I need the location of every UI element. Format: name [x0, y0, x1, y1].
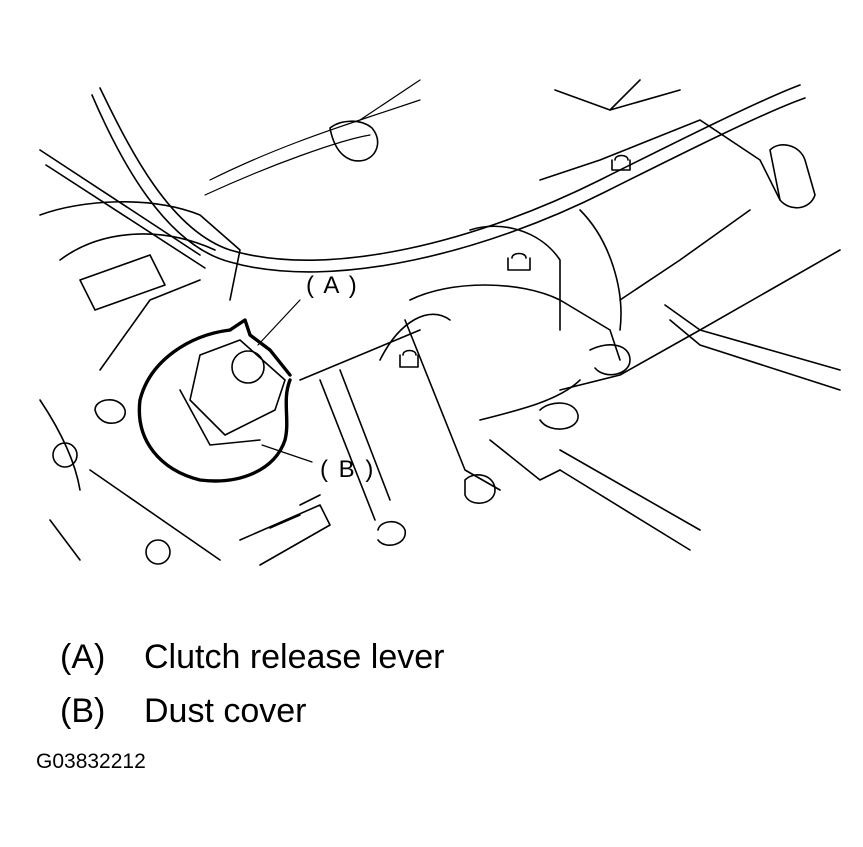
legend-text-b: Dust cover [144, 692, 307, 730]
gearbox-body [299, 79, 841, 551]
callout-b-label: ( B ) [320, 456, 376, 483]
leader-line-b [261, 444, 313, 463]
legend: (A) Clutch release lever (B) Dust cover [60, 630, 444, 738]
legend-text-a: Clutch release lever [144, 638, 445, 676]
legend-key-a: (A) [60, 638, 106, 676]
callout-a-label: ( A ) [306, 272, 359, 299]
transmission-illustration [39, 79, 841, 566]
legend-key-b: (B) [60, 692, 106, 730]
release-lever-outline [179, 318, 292, 446]
illustration-svg [39, 79, 841, 566]
leader-line-a [257, 299, 301, 346]
hose-lines [39, 79, 806, 273]
housing-lines [39, 201, 331, 566]
legend-item-a: (A) Clutch release lever [60, 630, 444, 684]
figure-id: G03832212 [36, 750, 146, 773]
legend-item-b: (B) Dust cover [60, 684, 444, 738]
bolts [399, 144, 841, 391]
dust-cover-outline [137, 328, 292, 483]
